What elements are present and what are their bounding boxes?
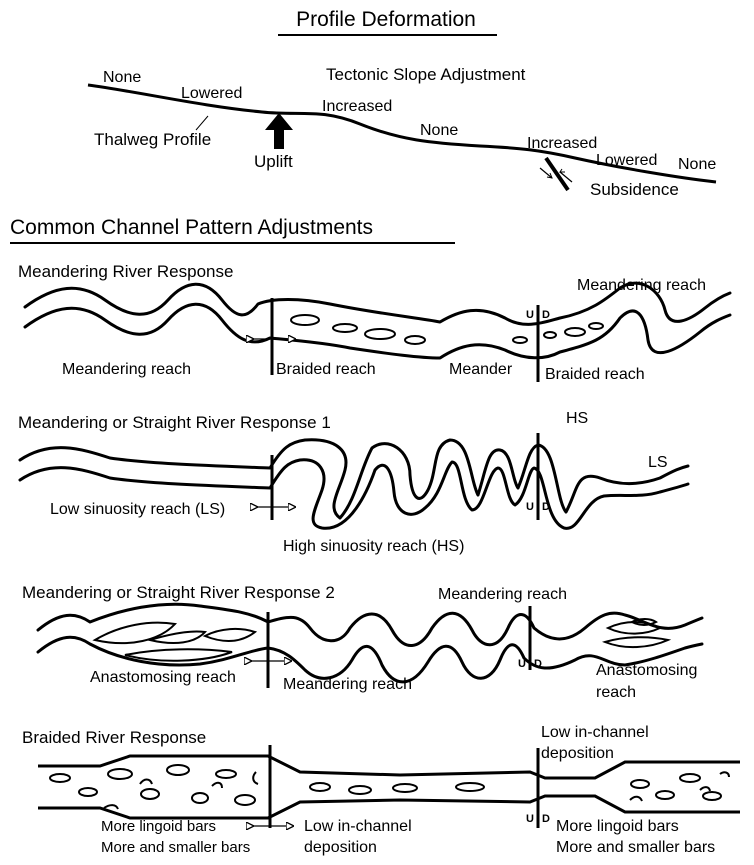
label-low-deposition-top-2: deposition [541, 745, 614, 762]
label-none-right: None [678, 156, 716, 173]
panel-straight-response-2: Meandering or Straight River Response 2 … [22, 583, 702, 701]
channel-section-heading: Common Channel Pattern Adjustments [10, 216, 373, 239]
label-lingoid-left: More lingoid bars [101, 818, 216, 835]
label-smaller-right: More and smaller bars [556, 839, 715, 856]
label-low-deposition-bottom: Low in-channel [304, 818, 412, 835]
label-high-sinuosity: High sinuosity reach (HS) [283, 538, 464, 555]
panel-straight2-title: Meandering or Straight River Response 2 [22, 583, 335, 602]
label-meandering-reach-left: Meandering reach [62, 361, 191, 378]
panel-braided-title: Braided River Response [22, 728, 206, 747]
label-lowered-right: Lowered [596, 152, 657, 169]
fault-u-label: U [518, 658, 526, 670]
label-low-deposition-bottom-2: deposition [304, 839, 377, 856]
label-none-left: None [103, 69, 141, 86]
fault-u-label: U [526, 813, 534, 825]
label-tectonic-slope: Tectonic Slope Adjustment [326, 65, 526, 84]
channel-bank-lower [38, 796, 740, 818]
label-anastomosing-right-reach: reach [596, 684, 636, 701]
thalweg-leader-line [196, 116, 208, 130]
label-increased-mid: Increased [322, 98, 392, 115]
profile-heading: Profile Deformation [296, 8, 476, 31]
label-hs: HS [566, 410, 588, 427]
panel-braided-river: Braided River Response [22, 724, 740, 856]
braided-bars-right [630, 772, 729, 801]
label-meandering-reach-right: Meandering reach [577, 277, 706, 294]
label-low-deposition-top: Low in-channel [541, 724, 649, 741]
label-smaller-left: More and smaller bars [101, 839, 250, 856]
anastomosing-islands-right [605, 619, 668, 647]
channel-bank-upper [38, 756, 740, 778]
label-low-sinuosity: Low sinuosity reach (LS) [50, 501, 225, 518]
panel-meandering-river: Meandering River Response U D Meandering… [18, 262, 730, 383]
label-increased-right: Increased [527, 135, 597, 152]
fault-u-label: U [526, 309, 534, 321]
fault-u-label: U [526, 501, 534, 513]
fault-d-label: D [534, 658, 542, 670]
panel-meandering-title: Meandering River Response [18, 262, 233, 281]
label-none-mid: None [420, 122, 458, 139]
profile-section: Profile Deformation None Lowered Tectoni… [88, 8, 716, 199]
braided-bars-mid [310, 783, 484, 794]
label-ls: LS [648, 454, 668, 471]
fault-d-label: D [542, 309, 550, 321]
panel-straight-response-1: Meandering or Straight River Response 1 … [18, 410, 688, 555]
label-thalweg-profile: Thalweg Profile [94, 130, 211, 149]
fault-d-label: D [542, 501, 550, 513]
braided-bars-left [50, 765, 258, 809]
fault-d-label: D [542, 813, 550, 825]
normal-fault-icon [540, 158, 572, 190]
label-anastomosing-left: Anastomosing reach [90, 669, 236, 686]
label-meander: Meander [449, 361, 513, 378]
label-braided-reach-right: Braided reach [545, 366, 645, 383]
label-uplift: Uplift [254, 152, 293, 171]
label-meandering-reach-bottom: Meandering reach [283, 676, 412, 693]
label-braided-reach-left: Braided reach [276, 361, 376, 378]
label-lingoid-right: More lingoid bars [556, 818, 679, 835]
label-lowered-left: Lowered [181, 85, 242, 102]
label-anastomosing-right: Anastomosing [596, 662, 697, 679]
label-subsidence: Subsidence [590, 180, 679, 199]
panel-straight1-title: Meandering or Straight River Response 1 [18, 413, 331, 432]
uplift-arrow-icon [265, 113, 293, 149]
label-meandering-reach-top: Meandering reach [438, 586, 567, 603]
